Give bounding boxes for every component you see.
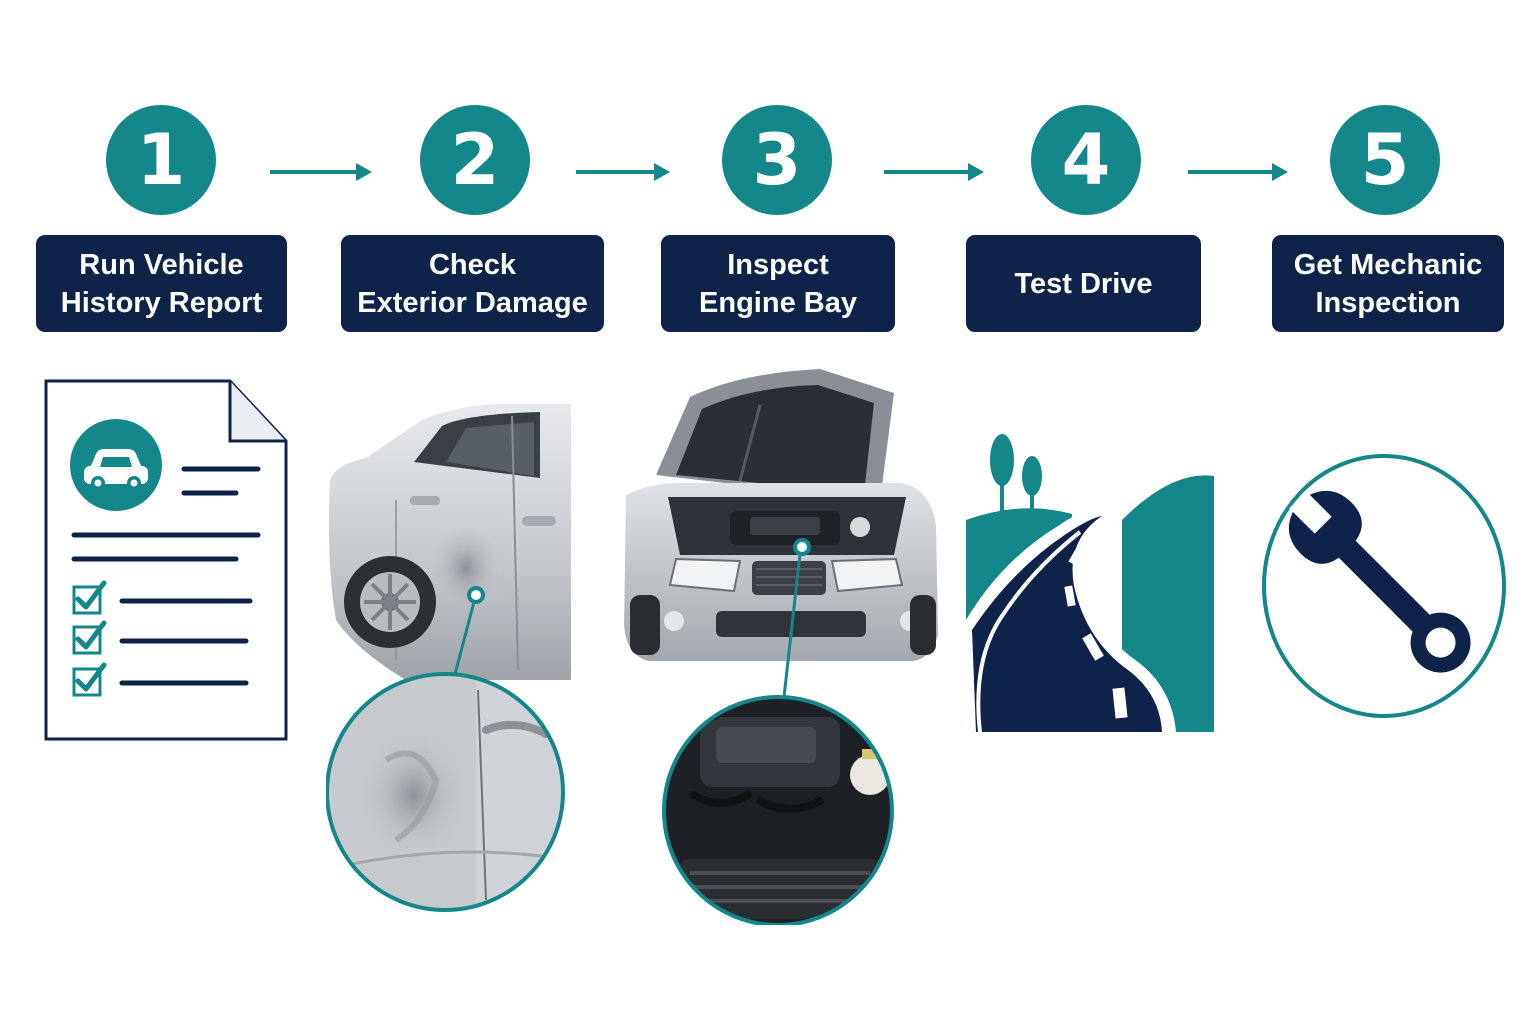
step-2-label-line1: Check: [428, 248, 517, 281]
open-hood-engine-photo: [624, 369, 938, 925]
step-3-label-line1: Inspect: [727, 248, 829, 281]
step-4-number: 4: [1031, 105, 1141, 215]
arrow-1-to-2-icon: [270, 163, 372, 181]
wrench-icon: [1262, 454, 1506, 718]
history-report-document-icon: [44, 379, 288, 741]
arrow-3-to-4-icon: [884, 163, 984, 181]
step-3-label-line2: Engine Bay: [699, 286, 857, 319]
arrow-4-to-5-icon: [1188, 163, 1288, 181]
step-4-label-line1: Test Drive: [1014, 267, 1153, 300]
step-1-number: 1: [106, 105, 216, 215]
step-2-label-line2: Exterior Damage: [357, 286, 588, 319]
step-5-label-line2: Inspection: [1315, 286, 1461, 319]
arrow-2-to-3-icon: [576, 163, 670, 181]
step-2-number: 2: [420, 105, 530, 215]
step-4-label: Test Drive: [966, 235, 1201, 332]
winding-road-icon: [966, 434, 1214, 732]
step-3-number: 3: [722, 105, 832, 215]
step-1-label-line1: Run Vehicle: [79, 248, 244, 281]
step-5-label-line1: Get Mechanic: [1293, 248, 1483, 281]
car-door-dent-photo: [326, 404, 571, 912]
step-1-label-line2: History Report: [60, 286, 263, 319]
step-5-number: 5: [1330, 105, 1440, 215]
